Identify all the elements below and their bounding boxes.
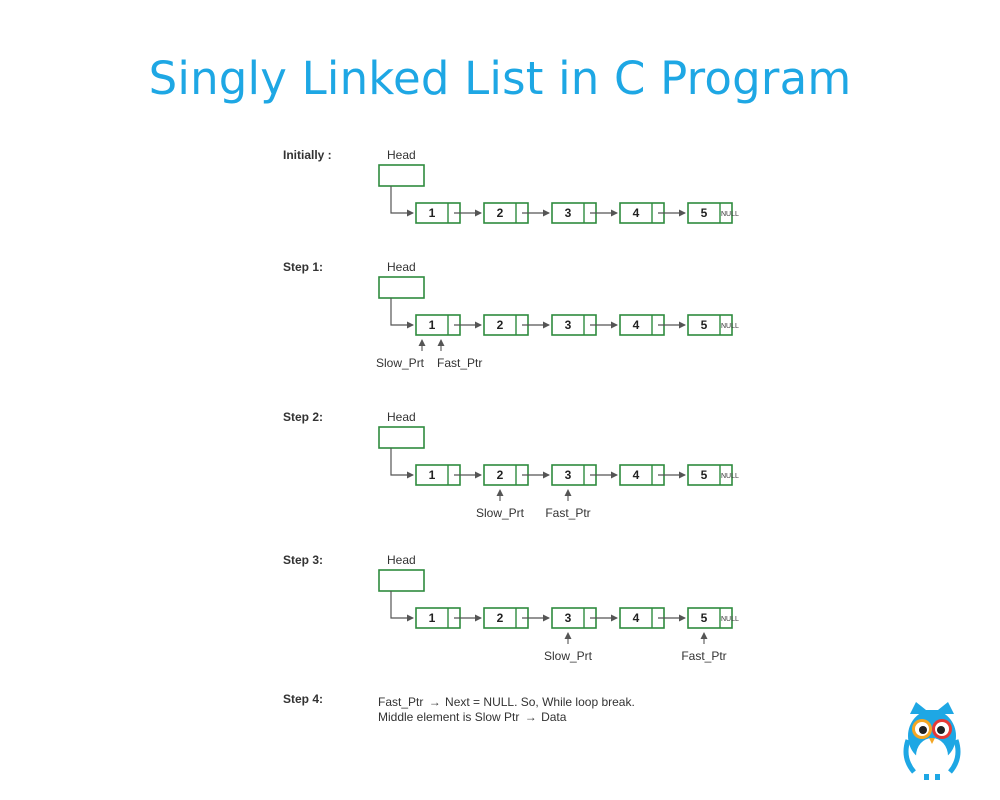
step-4-middle: Middle element is Slow Ptr bbox=[378, 710, 519, 724]
node-1-box bbox=[415, 607, 461, 629]
node-3-box bbox=[551, 607, 597, 629]
node-2-value: 2 bbox=[497, 468, 504, 482]
step-3-group: Step 3: Head 1 2 3 4 5 NULL Slow_Prt Fast_Ptr bbox=[283, 553, 739, 663]
step-4-condition: Next = NULL. So, While loop break. bbox=[445, 695, 635, 709]
head-label: Head bbox=[387, 410, 416, 424]
node-5-box bbox=[687, 464, 733, 486]
node-2-value: 2 bbox=[497, 318, 504, 332]
node-5-value: 5 bbox=[701, 206, 708, 220]
step-1-label: Step 1: bbox=[283, 260, 323, 274]
node-1-box bbox=[415, 464, 461, 486]
step-4-fast-ptr: Fast_Ptr bbox=[378, 695, 423, 709]
head-box bbox=[378, 276, 425, 299]
node-4-box bbox=[619, 607, 665, 629]
step-0-group: Initially : Head 1 2 3 4 5 NULL bbox=[283, 148, 739, 224]
head-pointer-arrow bbox=[390, 448, 414, 479]
null-label: NULL bbox=[721, 323, 739, 330]
page-title: Singly Linked List in C Program bbox=[148, 52, 852, 105]
node-3-box bbox=[551, 202, 597, 224]
head-label: Head bbox=[387, 260, 416, 274]
node-3-value: 3 bbox=[565, 611, 572, 625]
fast-pointer-label: Fast_Ptr bbox=[437, 356, 482, 370]
node-2-box bbox=[483, 464, 529, 486]
node-1-value: 1 bbox=[429, 206, 436, 220]
node-1-box bbox=[415, 202, 461, 224]
owl-logo bbox=[903, 702, 961, 780]
node-4-value: 4 bbox=[633, 468, 640, 482]
node-5-value: 5 bbox=[701, 611, 708, 625]
node-4-box bbox=[619, 464, 665, 486]
node-2-box bbox=[483, 607, 529, 629]
node-4-value: 4 bbox=[633, 206, 640, 220]
head-box bbox=[378, 164, 425, 187]
head-pointer-arrow bbox=[390, 591, 414, 622]
node-2-value: 2 bbox=[497, 206, 504, 220]
null-label: NULL bbox=[721, 473, 739, 480]
step-4-label: Step 4: bbox=[283, 692, 323, 706]
slow-pointer-label: Slow_Prt bbox=[544, 649, 593, 663]
node-4-box bbox=[619, 314, 665, 336]
slow-pointer-label: Slow_Prt bbox=[476, 506, 525, 520]
step-4-group: Step 4: Fast_Ptr → Next = NULL. So, Whil… bbox=[283, 692, 635, 724]
node-1-value: 1 bbox=[429, 318, 436, 332]
node-2-box bbox=[483, 314, 529, 336]
node-4-value: 4 bbox=[633, 318, 640, 332]
step-3-label: Step 3: bbox=[283, 553, 323, 567]
node-1-value: 1 bbox=[429, 611, 436, 625]
node-5-box bbox=[687, 202, 733, 224]
fast-pointer-label: Fast_Ptr bbox=[681, 649, 726, 663]
node-5-box bbox=[687, 314, 733, 336]
null-label: NULL bbox=[721, 211, 739, 218]
step-4-arrow-1: → bbox=[429, 695, 441, 709]
head-box bbox=[378, 569, 425, 592]
step-4-arrow-2: → bbox=[525, 710, 537, 724]
step-4-data: Data bbox=[541, 710, 567, 724]
step-2-label: Step 2: bbox=[283, 410, 323, 424]
node-3-box bbox=[551, 464, 597, 486]
head-label: Head bbox=[387, 148, 416, 162]
node-2-value: 2 bbox=[497, 611, 504, 625]
node-5-value: 5 bbox=[701, 318, 708, 332]
head-pointer-arrow bbox=[390, 186, 414, 217]
step-4-line-1: Fast_Ptr → Next = NULL. So, While loop b… bbox=[378, 695, 635, 709]
slow-pointer-label: Slow_Prt bbox=[376, 356, 425, 370]
step-4-line-2: Middle element is Slow Ptr → Data bbox=[378, 710, 567, 724]
node-4-value: 4 bbox=[633, 611, 640, 625]
node-1-value: 1 bbox=[429, 468, 436, 482]
fast-pointer-label: Fast_Ptr bbox=[545, 506, 590, 520]
step-2-group: Step 2: Head 1 2 3 4 5 NULL Slow_Prt Fast_Ptr bbox=[283, 410, 739, 520]
head-pointer-arrow bbox=[390, 298, 414, 329]
node-1-box bbox=[415, 314, 461, 336]
node-4-box bbox=[619, 202, 665, 224]
head-label: Head bbox=[387, 553, 416, 567]
node-3-box bbox=[551, 314, 597, 336]
head-box bbox=[378, 426, 425, 449]
node-3-value: 3 bbox=[565, 468, 572, 482]
step-1-group: Step 1: Head 1 2 3 4 5 NULL Slow_Prt Fast_Ptr bbox=[283, 260, 739, 370]
node-3-value: 3 bbox=[565, 318, 572, 332]
node-2-box bbox=[483, 202, 529, 224]
null-label: NULL bbox=[721, 616, 739, 623]
node-5-value: 5 bbox=[701, 468, 708, 482]
step-0-label: Initially : bbox=[283, 148, 332, 162]
node-5-box bbox=[687, 607, 733, 629]
node-3-value: 3 bbox=[565, 206, 572, 220]
